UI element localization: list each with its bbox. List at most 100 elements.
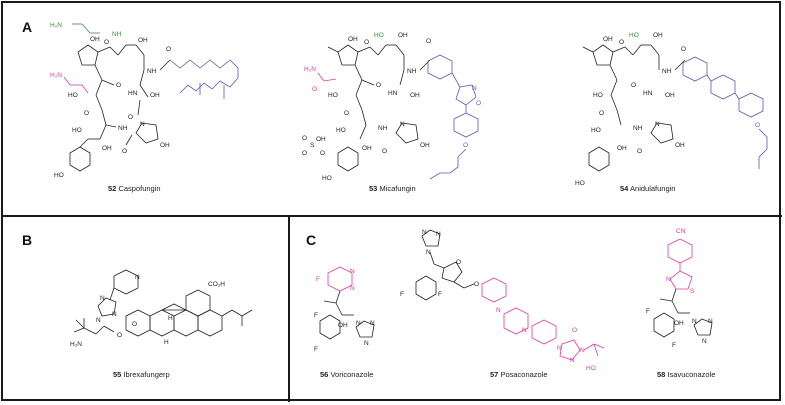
svg-text:F: F xyxy=(646,308,650,315)
svg-text:O: O xyxy=(116,82,121,89)
svg-text:HO: HO xyxy=(328,92,338,99)
svg-text:O: O xyxy=(302,135,307,142)
svg-text:H: H xyxy=(164,339,169,346)
svg-text:F: F xyxy=(672,342,676,349)
panel-label-b: B xyxy=(22,232,33,248)
svg-text:N: N xyxy=(135,274,140,281)
svg-text:O: O xyxy=(364,39,369,46)
svg-text:H₂N: H₂N xyxy=(50,22,62,29)
svg-text:O: O xyxy=(476,100,481,107)
svg-text:N: N xyxy=(400,121,405,128)
caption-caspofungin: 52 Caspofungin xyxy=(108,184,161,193)
svg-text:N: N xyxy=(702,338,707,345)
svg-text:O: O xyxy=(312,86,317,93)
svg-text:OH: OH xyxy=(617,145,627,152)
svg-text:O: O xyxy=(681,46,686,53)
svg-text:F: F xyxy=(316,276,320,283)
svg-text:O: O xyxy=(456,259,461,266)
panel-label-a: A xyxy=(22,19,33,35)
svg-text:F: F xyxy=(400,291,404,298)
caption-anidulafungin: 54 Anidulafungin xyxy=(620,184,676,193)
svg-text:HO: HO xyxy=(374,32,384,39)
svg-text:CO₂H: CO₂H xyxy=(208,281,225,288)
svg-text:OH: OH xyxy=(665,92,675,99)
panel-label-c: C xyxy=(306,232,317,248)
svg-text:N: N xyxy=(666,276,671,283)
svg-text:N: N xyxy=(655,121,660,128)
svg-text:O: O xyxy=(132,321,137,328)
svg-text:N: N xyxy=(522,327,527,334)
svg-text:N: N xyxy=(472,85,477,92)
svg-text:NH: NH xyxy=(378,125,388,132)
svg-text:O: O xyxy=(302,150,307,157)
caption-posaconazole: 57 Posaconazole xyxy=(490,370,548,379)
svg-text:OH: OH xyxy=(398,32,408,39)
svg-text:HO: HO xyxy=(593,92,603,99)
svg-text:OH: OH xyxy=(674,320,684,327)
svg-text:CN: CN xyxy=(676,228,686,235)
svg-text:O: O xyxy=(637,148,642,155)
structure-ibrexafungerp: N N N N O H H CO₂H O H₂N xyxy=(70,269,253,348)
svg-text:NH: NH xyxy=(662,68,672,75)
structure-voriconazole: N N F OH F F N N N xyxy=(314,266,375,353)
svg-text:O: O xyxy=(117,332,122,339)
svg-text:O: O xyxy=(84,110,89,117)
svg-text:N: N xyxy=(112,311,117,318)
svg-text:OH: OH xyxy=(348,36,358,43)
svg-text:N: N xyxy=(422,229,427,236)
svg-text:O: O xyxy=(426,38,431,45)
svg-text:N: N xyxy=(580,347,585,354)
svg-text:N: N xyxy=(426,249,431,256)
svg-text:HO: HO xyxy=(575,180,585,187)
svg-text:OH: OH xyxy=(410,92,420,99)
svg-text:O: O xyxy=(463,142,468,149)
svg-text:F: F xyxy=(314,346,318,353)
svg-text:N: N xyxy=(496,307,501,314)
svg-text:O: O xyxy=(166,46,171,53)
structure-micafungin: OH O HO OH NH O O HN OH N OH NH O HO OH … xyxy=(302,32,481,182)
svg-text:N: N xyxy=(708,318,713,325)
structure-posaconazole: N N N O F F O N N N O N N HO xyxy=(400,229,605,372)
svg-text:N: N xyxy=(350,268,355,275)
caption-isavuconazole: 58 Isavuconazole xyxy=(657,370,716,379)
svg-text:O: O xyxy=(619,39,624,46)
svg-text:N: N xyxy=(692,318,697,325)
svg-text:H: H xyxy=(168,315,173,322)
svg-text:O: O xyxy=(599,110,604,117)
svg-text:HO: HO xyxy=(322,175,332,182)
svg-text:NH: NH xyxy=(407,68,417,75)
svg-text:N: N xyxy=(364,340,369,347)
structure-isavuconazole: CN N S OH F F N N N xyxy=(646,228,713,349)
svg-text:OH: OH xyxy=(138,37,148,44)
svg-text:N: N xyxy=(356,320,361,327)
svg-text:HO: HO xyxy=(72,127,82,134)
svg-text:N: N xyxy=(370,320,375,327)
svg-text:HO: HO xyxy=(591,127,601,134)
caption-ibrexafungerp: 55 Ibrexafungerp xyxy=(113,370,170,379)
svg-text:H₂N: H₂N xyxy=(70,341,82,348)
svg-text:OH: OH xyxy=(362,145,372,152)
svg-text:HO: HO xyxy=(54,172,64,179)
svg-text:N: N xyxy=(557,345,562,352)
svg-text:OH: OH xyxy=(90,36,100,43)
svg-text:S: S xyxy=(690,288,695,295)
caption-voriconazole: 56 Voriconazole xyxy=(320,370,374,379)
svg-text:F: F xyxy=(438,291,442,298)
svg-text:F: F xyxy=(314,312,318,319)
svg-text:NH: NH xyxy=(118,125,128,132)
svg-text:O: O xyxy=(382,148,387,155)
svg-text:NH: NH xyxy=(112,31,122,38)
svg-text:HN: HN xyxy=(643,90,653,97)
svg-text:HN: HN xyxy=(388,90,398,97)
svg-text:NH: NH xyxy=(633,125,643,132)
svg-text:O: O xyxy=(122,148,127,155)
svg-text:OH: OH xyxy=(675,142,685,149)
svg-text:O: O xyxy=(474,281,479,288)
svg-text:N: N xyxy=(100,295,105,302)
svg-text:OH: OH xyxy=(316,136,326,143)
svg-text:N: N xyxy=(570,357,575,364)
structure-anidulafungin: OH O HO OH NH O O HN OH N OH NH O HO OH … xyxy=(575,32,768,187)
caption-micafungin: 53 Micafungin xyxy=(369,184,416,193)
svg-text:O: O xyxy=(344,110,349,117)
svg-text:NH: NH xyxy=(147,68,157,75)
